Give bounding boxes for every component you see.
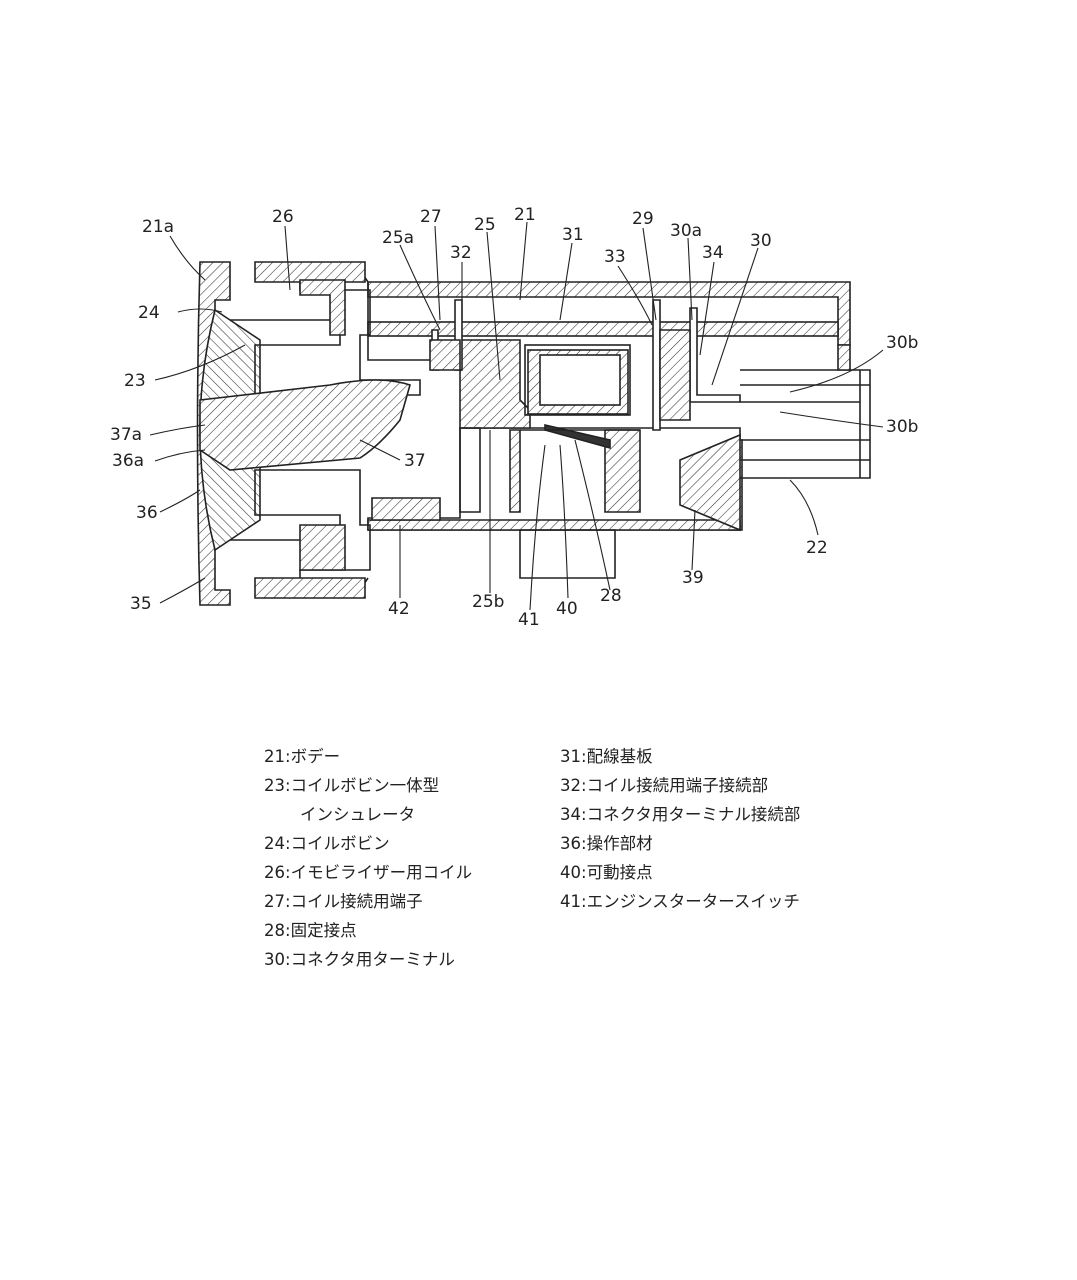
label-40: 40 [556, 599, 578, 619]
label-30a: 30a [670, 221, 702, 241]
leader-lines [149, 221, 884, 611]
label-27: 27 [420, 207, 442, 227]
label-39: 39 [682, 568, 704, 588]
label-23: 23 [124, 371, 146, 391]
label-37: 37 [404, 451, 426, 471]
legend-item: 41:エンジンスタータースイッチ [560, 892, 800, 911]
legend-right: 31:配線基板 32:コイル接続用端子接続部 34:コネクタ用ターミナル接続部 … [560, 742, 800, 916]
label-42: 42 [388, 599, 410, 619]
legend-item: 21:ボデー [264, 747, 341, 766]
label-25b: 25b [472, 592, 504, 612]
label-32: 32 [450, 243, 472, 263]
legend-item-continuation: インシュレータ [300, 805, 416, 824]
label-24: 24 [138, 303, 160, 323]
label-36a: 36a [112, 451, 144, 471]
legend-item: 24:コイルボビン [264, 834, 390, 853]
label-29: 29 [632, 209, 654, 229]
legend-left: 21:ボデー 23:コイルボビン一体型 インシュレータ 24:コイルボビン 26… [264, 742, 472, 974]
label-37a: 37a [110, 425, 142, 445]
label-36: 36 [136, 503, 158, 523]
label-41: 41 [518, 610, 540, 630]
label-30: 30 [750, 231, 772, 251]
label-21a: 21a [142, 217, 174, 237]
label-30b-bottom: 30b [886, 417, 918, 437]
connector-shell [740, 369, 871, 479]
label-26: 26 [272, 207, 294, 227]
shaft [199, 379, 411, 471]
reference-labels: 21a 26 27 25 21 25a 32 31 29 30a 33 34 3… [110, 205, 918, 630]
legend-item: 31:配線基板 [560, 747, 653, 766]
legend-item: 34:コネクタ用ターミナル接続部 [560, 805, 801, 824]
label-28: 28 [600, 586, 622, 606]
legend-item: 32:コイル接続用端子接続部 [560, 776, 769, 795]
legend-item: 23:コイルボビン一体型 [264, 776, 440, 795]
legend-item: 26:イモビライザー用コイル [264, 863, 473, 882]
rotor [459, 339, 531, 429]
label-21: 21 [514, 205, 536, 225]
legend-item: 40:可動接点 [560, 863, 653, 882]
legend-item: 30:コネクタ用ターミナル [264, 950, 455, 969]
label-30b-top: 30b [886, 333, 918, 353]
pulley [679, 433, 741, 532]
label-31: 31 [562, 225, 584, 245]
legend-item: 36:操作部材 [560, 834, 653, 853]
label-33: 33 [604, 247, 626, 267]
label-25: 25 [474, 215, 496, 235]
drawing-body [196, 261, 871, 606]
legend-item: 28:固定接点 [264, 921, 357, 940]
label-22: 22 [806, 538, 828, 558]
label-25a: 25a [382, 228, 414, 248]
label-34: 34 [702, 243, 724, 263]
legend-item: 27:コイル接続用端子 [264, 892, 423, 911]
label-35: 35 [130, 594, 152, 614]
